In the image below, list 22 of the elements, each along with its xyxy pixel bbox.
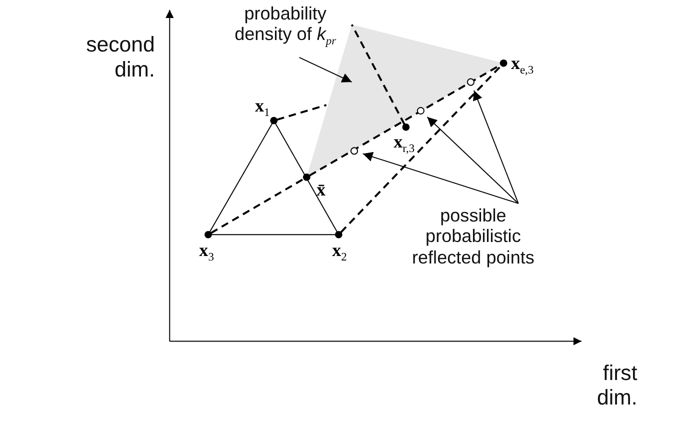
axis-label: first dim. [596, 360, 638, 410]
axis-label: second dim. [85, 32, 155, 82]
arrow [362, 152, 519, 204]
point-label: x$_{2}$ [332, 241, 347, 264]
point-label: x$_{1}$ [254, 96, 270, 120]
line [211, 234, 336, 236]
dashed-line [276, 104, 327, 121]
dashed-line [210, 178, 304, 234]
line [274, 122, 338, 232]
point-label: x$_{3}$ [199, 241, 214, 264]
point-label: x̄ [316, 180, 326, 199]
dashed-line [350, 24, 406, 125]
open-point [350, 147, 358, 155]
annotation-text: probability density of k$_{pr}$ [225, 3, 346, 50]
dashed-line [340, 64, 502, 233]
point-label: x$_{r,3}$ [394, 132, 415, 156]
arrow [426, 116, 519, 204]
point-label: x$_{e,3}$ [510, 54, 534, 77]
arrow [473, 90, 519, 204]
line [209, 122, 273, 232]
arrow [298, 56, 352, 83]
annotation-text: possible probabilistic reflected points [403, 205, 543, 268]
